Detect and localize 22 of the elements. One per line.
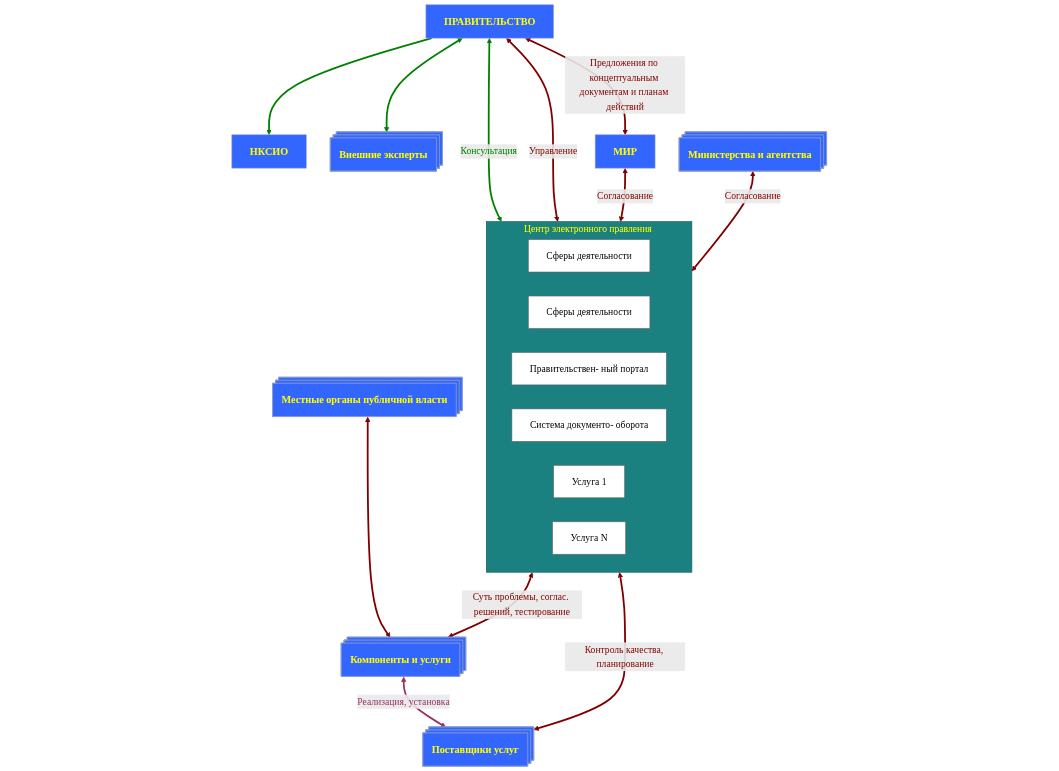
arrow: [506, 38, 560, 222]
arrow: [384, 38, 463, 133]
edge-label: Консультация: [460, 146, 518, 157]
arrow: [691, 171, 756, 272]
node-box: Система документо- оборота: [511, 408, 667, 442]
node-box: Услуга 1: [553, 465, 626, 499]
edge-label: Согласование: [725, 190, 782, 202]
node-box: НКСИО: [231, 134, 307, 169]
edge-label: Предложения по концептуальным документам и планам действий: [579, 57, 669, 112]
node-box: МИР: [595, 134, 656, 169]
node-box: ПРАВИТЕЛЬСТВО: [425, 4, 555, 39]
edge-label: Контроль качества, планирование: [584, 644, 664, 669]
node-box: Услуга N: [552, 521, 627, 555]
arrow: [365, 416, 391, 638]
node-box: Сферы деятельности: [528, 295, 651, 329]
edge-label: Реализация, установка: [357, 696, 450, 707]
edge-label: Суть проблемы, соглас. решений, тестирование: [472, 592, 571, 617]
node-box: Сферы деятельности: [528, 239, 651, 273]
edge-label: Управление: [529, 146, 578, 157]
arrow: [487, 38, 502, 222]
edge-label: Согласование: [597, 190, 654, 202]
node-box: Правительствен- ный портал: [511, 352, 667, 386]
